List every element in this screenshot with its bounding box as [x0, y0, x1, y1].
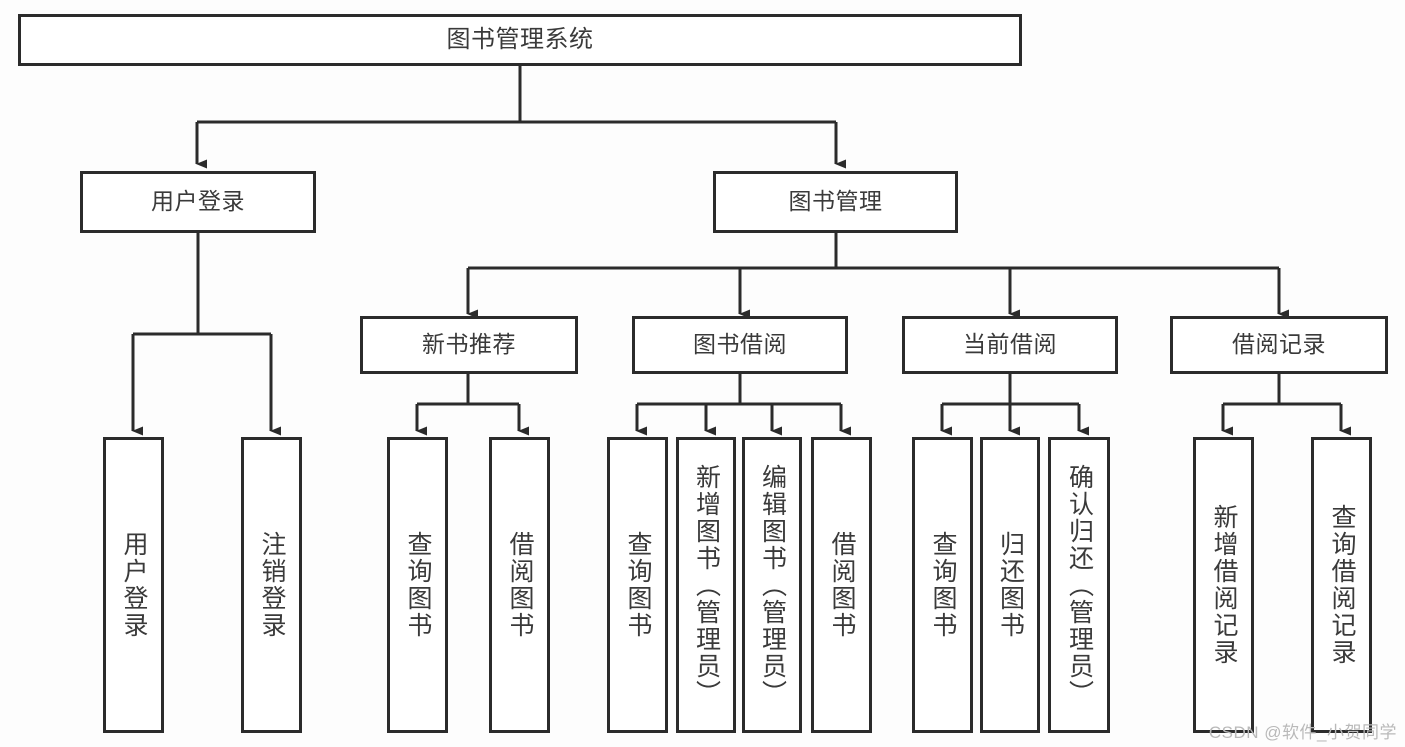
- node-label: 新增借阅记录: [1210, 504, 1238, 666]
- node-label: 当前借阅: [963, 331, 1057, 358]
- leaf-confirm-return-admin[interactable]: 确认归还（管理员）: [1048, 437, 1110, 733]
- leaf-borrow-book-recommend[interactable]: 借阅图书: [489, 437, 550, 733]
- node-label: 借阅图书: [506, 531, 534, 639]
- leaf-add-borrow-record[interactable]: 新增借阅记录: [1193, 437, 1254, 733]
- node-label: 图书借阅: [693, 331, 787, 358]
- node-label: 借阅记录: [1232, 331, 1326, 358]
- leaf-return-book[interactable]: 归还图书: [980, 437, 1040, 733]
- node-label: 图书管理: [788, 188, 883, 215]
- leaf-query-book-current[interactable]: 查询图书: [912, 437, 973, 733]
- node-current-borrow[interactable]: 当前借阅: [902, 316, 1118, 374]
- node-book-manage[interactable]: 图书管理: [713, 171, 958, 233]
- leaf-query-borrow-record[interactable]: 查询借阅记录: [1311, 437, 1372, 733]
- leaf-user-logout[interactable]: 注销登录: [241, 437, 302, 733]
- watermark-text: CSDN @软件_小贺同学: [1208, 723, 1397, 742]
- node-label: 归还图书: [996, 531, 1025, 639]
- node-label: 查询图书: [624, 531, 652, 639]
- node-label: 用户登录: [120, 531, 148, 639]
- node-label: 查询图书: [404, 531, 432, 639]
- node-book-borrow[interactable]: 图书借阅: [632, 316, 848, 374]
- node-label: 新书推荐: [422, 331, 516, 358]
- leaf-user-login[interactable]: 用户登录: [103, 437, 164, 733]
- leaf-borrow-book-borrow[interactable]: 借阅图书: [811, 437, 872, 733]
- node-label: 确认归还（管理员）: [1065, 463, 1094, 707]
- node-label: 借阅图书: [828, 531, 856, 639]
- node-user-login[interactable]: 用户登录: [80, 171, 316, 233]
- leaf-query-book-borrow[interactable]: 查询图书: [607, 437, 668, 733]
- node-label: 注销登录: [258, 531, 286, 639]
- node-label: 查询借阅记录: [1328, 504, 1356, 666]
- leaf-add-book-admin[interactable]: 新增图书（管理员）: [676, 437, 736, 733]
- node-label: 查询图书: [929, 531, 957, 639]
- node-label: 编辑图书（管理员）: [758, 463, 787, 707]
- leaf-query-book-recommend[interactable]: 查询图书: [387, 437, 448, 733]
- node-label: 图书管理系统: [446, 25, 594, 53]
- leaf-edit-book-admin[interactable]: 编辑图书（管理员）: [742, 437, 802, 733]
- node-new-book-recommend[interactable]: 新书推荐: [360, 316, 578, 374]
- node-borrow-record[interactable]: 借阅记录: [1170, 316, 1388, 374]
- node-label: 用户登录: [151, 188, 245, 215]
- node-root-system[interactable]: 图书管理系统: [18, 14, 1022, 66]
- node-label: 新增图书（管理员）: [692, 463, 721, 707]
